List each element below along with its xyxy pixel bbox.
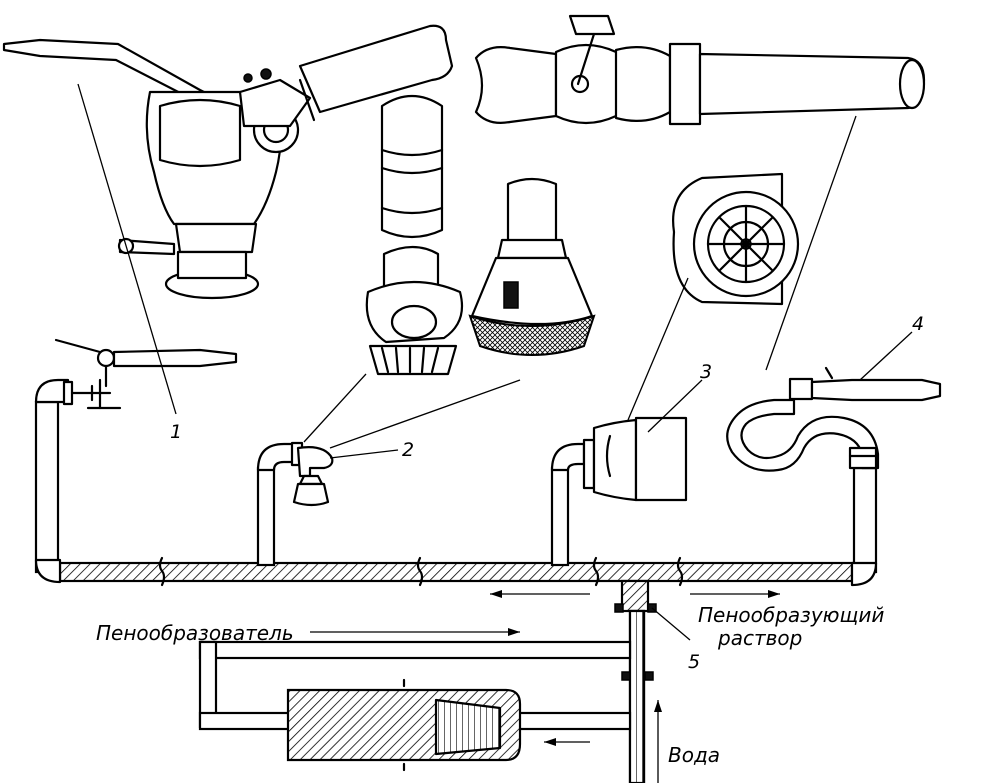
label-foam-solution-line1: Пенообразующий	[698, 603, 884, 627]
monitor-nozzle-schematic	[54, 338, 238, 388]
foam-generator-detail-illustration	[672, 172, 800, 306]
flow-arrows	[310, 590, 780, 783]
callout-5: 5	[688, 651, 700, 673]
label-foam-solution-line2: раствор	[717, 626, 802, 650]
foam-barrel-schematic	[726, 366, 942, 472]
foam-nozzle-schematic	[292, 446, 334, 507]
foam-cup-detail-illustration	[468, 177, 596, 356]
callout-2: 2	[402, 439, 414, 461]
callout-1: 1	[170, 421, 182, 443]
foam-generator-schematic	[582, 416, 688, 502]
foam-barrel-detail-illustration	[474, 14, 926, 126]
monitor-detail-illustration	[2, 24, 454, 300]
callout-3: 3	[700, 361, 712, 383]
leader-lines	[77, 83, 913, 641]
main-pipeline	[34, 378, 878, 783]
label-foaming-agent: Пенообразователь	[96, 621, 294, 645]
label-water: Вода	[668, 743, 720, 767]
callout-4: 4	[912, 313, 924, 335]
foam-nozzle-detail-illustration	[365, 95, 464, 376]
